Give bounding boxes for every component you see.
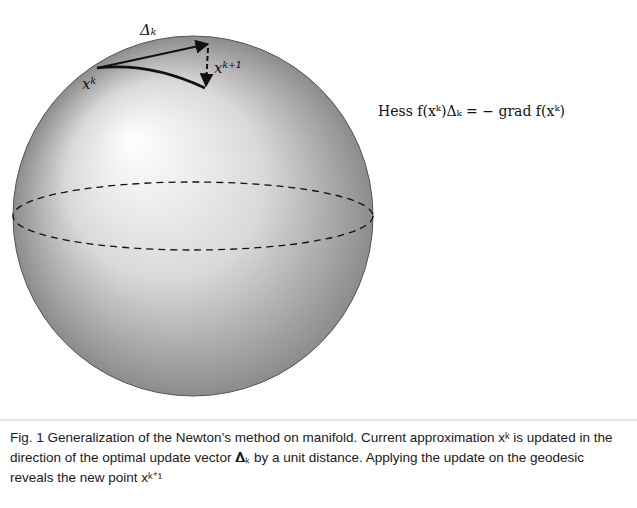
- point-label: xᵏ: [82, 76, 96, 93]
- equator: [13, 182, 373, 250]
- retraction-arrow: [206, 48, 208, 86]
- vector-label: Δₖ: [140, 22, 156, 39]
- figure-caption: Fig. 1 Generalization of the Newton’s me…: [10, 428, 622, 488]
- sphere: [13, 36, 373, 396]
- update-vector: [97, 44, 208, 68]
- equation: Hess f(xᵏ)Δₖ = − grad f(xᵏ): [378, 104, 565, 119]
- point-label: xᵏ⁺¹: [214, 60, 242, 77]
- caption-rule: [0, 420, 637, 421]
- geodesic-arc: [97, 67, 205, 88]
